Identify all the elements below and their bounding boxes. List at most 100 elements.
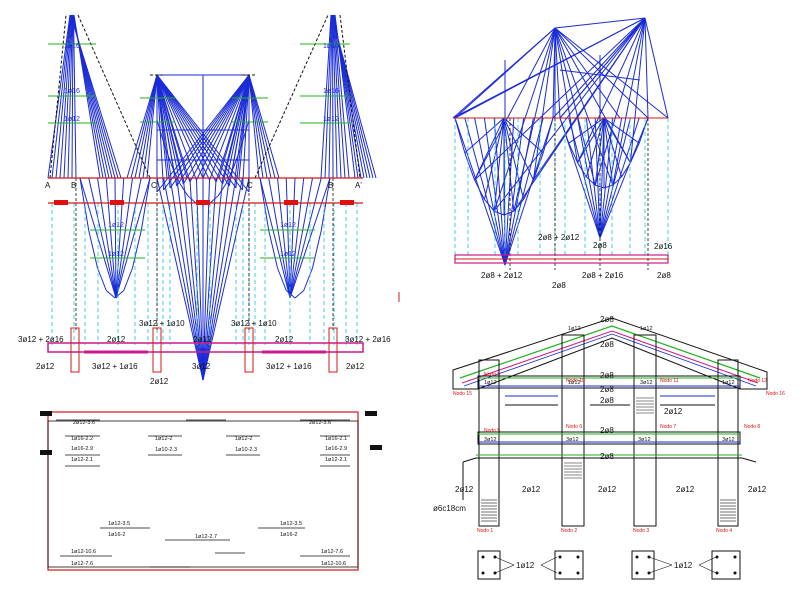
leader-line xyxy=(494,556,515,566)
section-detail: 1ø12 xyxy=(477,550,584,580)
truss-line xyxy=(126,74,158,179)
column-label: 2ø12 xyxy=(522,485,541,494)
node-label: Nodo 3 xyxy=(633,528,649,534)
column-label: 2ø12 xyxy=(598,485,617,494)
plan-label: 1ø16-2.1 xyxy=(325,436,347,442)
axis-label: B xyxy=(328,181,333,190)
beam-label: 2ø12 xyxy=(346,362,365,371)
truss-line xyxy=(554,27,579,163)
plan-label: 1ø10-2.3 xyxy=(155,447,177,453)
roof-outer xyxy=(452,317,768,390)
truss-line xyxy=(132,230,142,269)
node-label: Nodo 1 xyxy=(477,528,493,534)
right-arch-elevation: 2ø8 + 2ø12 2ø8 2ø16 2ø8 + 2ø12 2ø8 2ø8 +… xyxy=(452,17,673,290)
plan-bars xyxy=(56,419,350,568)
rebar-label: 1ø16 xyxy=(323,88,339,95)
ground-slope xyxy=(462,457,477,463)
section-box xyxy=(631,550,655,580)
truss-line xyxy=(474,179,485,200)
truss-line xyxy=(202,177,250,381)
plan-label: 2ø12-3.6 xyxy=(309,420,331,426)
truss-line xyxy=(156,74,211,181)
truss-line xyxy=(169,177,204,381)
truss-line xyxy=(464,117,506,266)
stirrup-hatches xyxy=(481,397,736,522)
truss-line xyxy=(285,290,296,299)
node-label: Nodo 5 xyxy=(484,428,500,434)
leader-line xyxy=(494,564,515,574)
rebar-dot xyxy=(635,571,639,575)
rebar-dot xyxy=(733,555,737,559)
end-anchor xyxy=(370,445,382,450)
truss-line xyxy=(156,74,237,189)
rebar-label: 1ø12 xyxy=(323,116,339,123)
truss-line xyxy=(202,177,224,381)
truss-line xyxy=(240,119,250,147)
beam-label: 2ø12 xyxy=(107,335,126,344)
truss-line xyxy=(294,290,305,299)
column-label: 2ø12 xyxy=(748,485,767,494)
floor-beam xyxy=(477,431,741,445)
plan-border-inner xyxy=(47,420,359,568)
truss-line xyxy=(577,17,646,164)
truss-line xyxy=(189,74,250,183)
frame-label: 2ø8 xyxy=(600,385,614,394)
truss-line xyxy=(612,176,622,186)
truss-line xyxy=(235,74,250,189)
truss-line xyxy=(289,177,313,299)
support-marker xyxy=(340,200,354,205)
truss-line xyxy=(303,267,313,291)
beam-small-label: 3ø12 xyxy=(484,437,497,443)
truss-line xyxy=(559,117,570,144)
truss-line xyxy=(474,117,505,181)
rebar-label: 1ø12 xyxy=(108,251,124,258)
axis-label: A' xyxy=(355,181,362,190)
node-label: Nodo 2 xyxy=(561,528,577,534)
rebar-dot xyxy=(558,571,562,575)
axis-label: C xyxy=(247,181,253,190)
truss-line xyxy=(312,230,322,269)
truss-line xyxy=(217,183,227,196)
truss-line xyxy=(142,74,158,179)
truss-line xyxy=(568,142,579,164)
truss-line xyxy=(289,177,305,299)
frame-label: 2ø12 xyxy=(664,407,683,416)
truss-line xyxy=(474,17,646,181)
truss-line xyxy=(554,27,649,119)
truss-line xyxy=(474,27,556,181)
section-label: 1ø12 xyxy=(516,561,535,570)
truss-line xyxy=(552,17,646,119)
plan-label: 1ø12-2.1 xyxy=(325,457,347,463)
truss-line xyxy=(603,117,623,177)
truss-line xyxy=(503,210,514,216)
truss-line xyxy=(599,117,623,239)
truss-line xyxy=(115,177,151,299)
left-truss-lines xyxy=(47,14,377,381)
truss-line xyxy=(552,27,556,119)
truss-line xyxy=(210,195,219,204)
column xyxy=(717,359,739,527)
support-marker xyxy=(110,200,124,205)
truss-line xyxy=(79,177,90,231)
truss-line xyxy=(503,117,534,181)
rebar-label: 1ø12 xyxy=(64,116,80,123)
truss-line xyxy=(248,74,276,179)
truss-line xyxy=(599,117,605,239)
truss-line xyxy=(542,117,554,154)
plan-label: 1ø12-7.6 xyxy=(321,549,343,555)
stirrup-label: ø6c18cm xyxy=(433,504,466,513)
truss-line xyxy=(629,17,646,163)
node-label: Nodo 4 xyxy=(716,528,732,534)
truss-line xyxy=(493,27,556,212)
rebar-dot xyxy=(481,571,485,575)
truss-line xyxy=(233,145,242,168)
truss-line xyxy=(202,74,250,179)
beam-small-label: 1ø12 xyxy=(722,380,735,386)
truss-line xyxy=(169,74,250,189)
rebar-label: 2ø8 + 2ø12 xyxy=(481,271,523,280)
column-stub xyxy=(328,327,338,373)
truss-line xyxy=(179,183,189,196)
truss-line xyxy=(532,27,556,181)
beam-small-label: 1ø12 xyxy=(568,380,581,386)
portal-frame-detail: 2ø8 2ø8 2ø8 2ø8 2ø8 2ø12 2ø8 2ø8 2ø12 2ø… xyxy=(433,315,785,580)
